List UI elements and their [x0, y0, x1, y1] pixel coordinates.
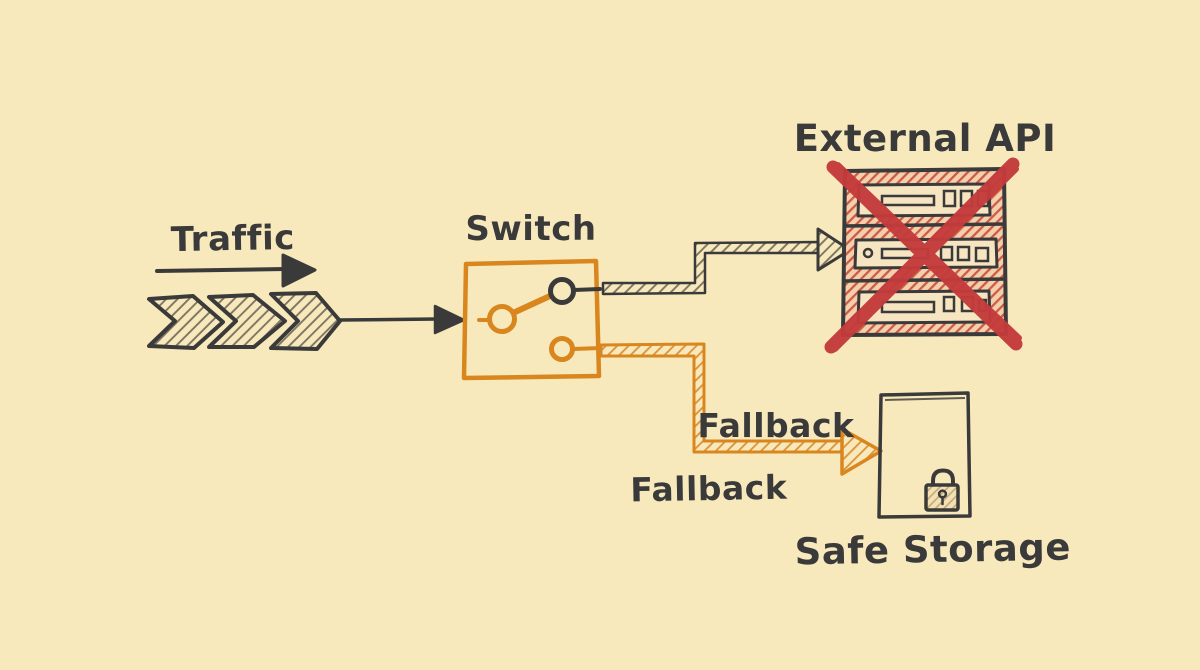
safe-storage-node: Safe Storage — [794, 391, 1071, 574]
safe-storage-label: Safe Storage — [794, 526, 1071, 574]
lock-shackle — [931, 468, 955, 489]
input-connector-line — [338, 317, 440, 322]
failure-x-icon — [824, 157, 1023, 354]
primary-path-arrow — [601, 227, 852, 296]
external-api-label: External API — [794, 117, 1057, 160]
server-led — [942, 189, 957, 208]
server-slot — [880, 300, 936, 314]
input-connector-arrowhead — [433, 304, 466, 335]
external-api-node: External API — [794, 117, 1057, 354]
switch-pivot-contact — [487, 304, 517, 334]
traffic-arrowhead — [281, 253, 317, 288]
server-led — [939, 245, 954, 262]
primary-path-arrowhead — [816, 227, 852, 272]
server-panel — [856, 182, 992, 218]
chevron-2 — [207, 293, 287, 349]
switch-bottom-output-stub — [571, 346, 603, 351]
fallback-path-arrowhead — [840, 427, 883, 476]
switch-lever — [510, 293, 553, 316]
safe-storage-box — [877, 391, 972, 519]
traffic-label: Traffic — [170, 218, 295, 260]
traffic-arrow-line — [155, 267, 288, 273]
failure-x-stroke-2 — [824, 157, 1020, 354]
switch-label: Switch — [465, 209, 596, 249]
server-led — [974, 246, 990, 263]
traffic-source: Traffic — [147, 218, 342, 351]
fallback-path-arrow — [599, 342, 883, 476]
traffic-arrow — [155, 253, 317, 288]
input-connector-arrow — [338, 304, 466, 335]
server-led — [956, 245, 971, 262]
server-separator-1 — [844, 222, 1006, 228]
fallback-label-lower: Fallback — [630, 468, 788, 510]
server-slot — [880, 194, 936, 207]
lock-icon — [924, 468, 960, 512]
server-separator-2 — [843, 277, 1007, 283]
switch-top-contact — [548, 277, 576, 305]
failure-x-stroke-2b — [832, 166, 1019, 352]
traffic-chevrons-icon — [147, 291, 342, 351]
server-knob — [862, 247, 874, 259]
switch-node: Switch — [461, 209, 603, 381]
safe-storage-box-topline — [884, 397, 966, 401]
chevron-3 — [269, 291, 342, 351]
switch-toggle-icon — [477, 277, 603, 362]
chevron-1 — [147, 294, 225, 350]
fallback-label-upper: Fallback — [698, 406, 855, 445]
switch-box — [461, 258, 602, 381]
switch-bottom-contact — [549, 336, 575, 362]
switch-top-output-stub — [572, 287, 602, 292]
server-led — [942, 295, 956, 313]
